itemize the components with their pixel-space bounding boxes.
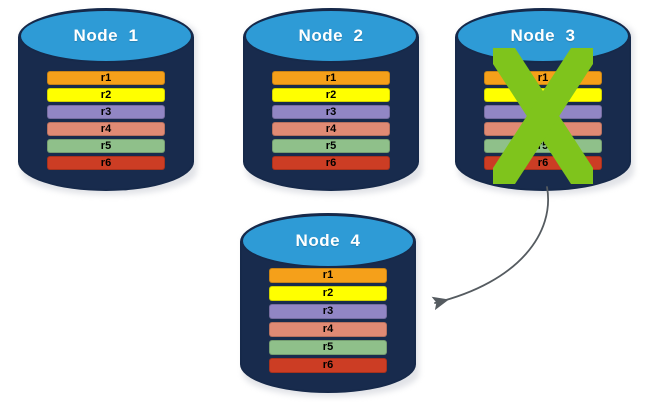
record-bar[interactable]: r4: [272, 122, 390, 136]
record-bar[interactable]: r2: [272, 88, 390, 102]
record-bar[interactable]: r6: [47, 156, 165, 170]
node-records: r1 r2 r3 r4 r5 r6: [240, 268, 416, 376]
record-bar[interactable]: r5: [47, 139, 165, 153]
node-top-cap: Node 2: [244, 9, 418, 63]
record-bar[interactable]: r5: [272, 139, 390, 153]
node-3[interactable]: Node 3 r1 r2 r3 r4 r5 r6: [455, 8, 634, 195]
node-1[interactable]: Node 1 r1 r2 r3 r4 r5 r6: [18, 8, 197, 195]
node-records: r1 r2 r3 r4 r5 r6: [18, 71, 194, 173]
record-bar[interactable]: r5: [484, 139, 602, 153]
record-bar[interactable]: r1: [272, 71, 390, 85]
record-bar[interactable]: r4: [269, 322, 387, 337]
node-title: Node 4: [295, 231, 361, 250]
node-2[interactable]: Node 2 r1 r2 r3 r4 r5 r6: [243, 8, 422, 195]
record-bar[interactable]: r6: [272, 156, 390, 170]
record-bar[interactable]: r4: [47, 122, 165, 136]
record-bar[interactable]: r2: [47, 88, 165, 102]
node-top-cap: Node 4: [241, 214, 415, 268]
node-records: r1 r2 r3 r4 r5 r6: [455, 71, 631, 173]
record-bar[interactable]: r3: [269, 304, 387, 319]
record-bar[interactable]: r3: [272, 105, 390, 119]
node-title: Node 3: [510, 26, 576, 45]
node-title: Node 1: [73, 26, 139, 45]
node-title: Node 2: [298, 26, 364, 45]
node-top-cap: Node 1: [19, 9, 193, 63]
record-bar[interactable]: r3: [47, 105, 165, 119]
record-bar[interactable]: r5: [269, 340, 387, 355]
record-bar[interactable]: r2: [484, 88, 602, 102]
record-bar[interactable]: r1: [484, 71, 602, 85]
record-bar[interactable]: r2: [269, 286, 387, 301]
node-top-cap: Node 3: [456, 9, 630, 63]
record-bar[interactable]: r3: [484, 105, 602, 119]
record-bar[interactable]: r4: [484, 122, 602, 136]
node-records: r1 r2 r3 r4 r5 r6: [243, 71, 419, 173]
record-bar[interactable]: r1: [269, 268, 387, 283]
node-4[interactable]: Node 4 r1 r2 r3 r4 r5 r6: [240, 213, 419, 397]
record-bar[interactable]: r6: [484, 156, 602, 170]
record-bar[interactable]: r1: [47, 71, 165, 85]
failover-arrow-path: [431, 186, 549, 311]
record-bar[interactable]: r6: [269, 358, 387, 373]
